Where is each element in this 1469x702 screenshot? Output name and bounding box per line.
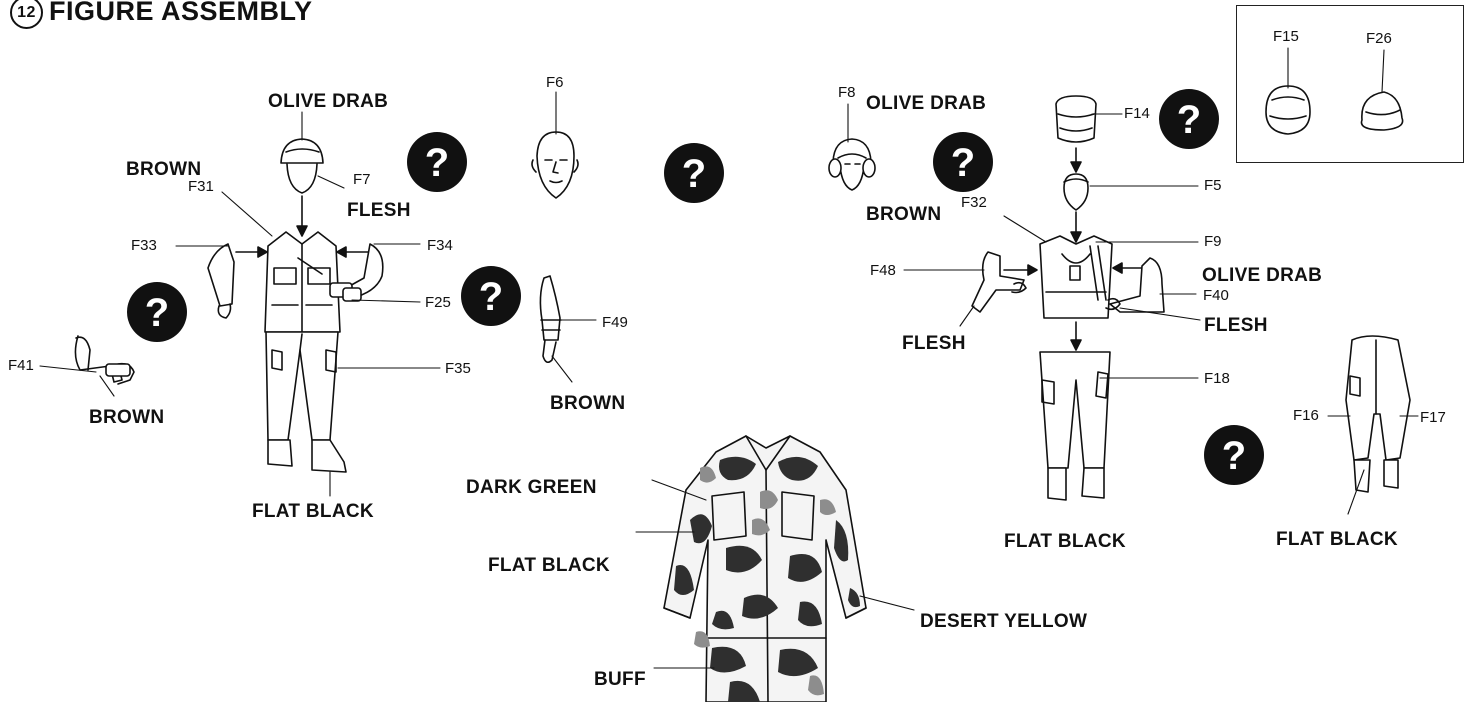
- question-mark: ?: [951, 141, 975, 185]
- part-label-f14: F14: [1124, 106, 1150, 121]
- part-label-f9: F9: [1204, 234, 1222, 249]
- part-label-f35: F35: [445, 361, 471, 376]
- camo-jacket: [664, 436, 866, 702]
- paint-label-flesh: FLESH: [347, 201, 411, 220]
- figure-right-standing: [972, 96, 1164, 500]
- part-label-f33: F33: [131, 238, 157, 253]
- paint-label-flesh: FLESH: [902, 334, 966, 353]
- question-mark: ?: [145, 291, 169, 335]
- head-f8: [829, 139, 875, 190]
- part-label-f41: F41: [8, 358, 34, 373]
- paint-label-flat-black: FLAT BLACK: [488, 556, 610, 575]
- paint-label-flat-black: FLAT BLACK: [252, 502, 374, 521]
- question-icon: ?: [1159, 89, 1219, 149]
- question-icon: ?: [127, 282, 187, 342]
- question-icon: ?: [461, 266, 521, 326]
- part-label-f34: F34: [427, 238, 453, 253]
- part-label-f6: F6: [546, 75, 564, 90]
- arm-f41: [75, 336, 134, 384]
- question-icon: ?: [933, 132, 993, 192]
- part-label-f48: F48: [870, 263, 896, 278]
- paint-label-olive-drab: OLIVE DRAB: [866, 94, 986, 113]
- question-mark: ?: [1177, 98, 1201, 142]
- part-label-f18: F18: [1204, 371, 1230, 386]
- part-label-f49: F49: [602, 315, 628, 330]
- part-label-f40: F40: [1203, 288, 1229, 303]
- question-icon: ?: [1204, 425, 1264, 485]
- part-label-f8: F8: [838, 85, 856, 100]
- paint-label-brown: BROWN: [89, 408, 164, 427]
- part-label-f31: F31: [188, 179, 214, 194]
- paint-label-brown: BROWN: [866, 205, 941, 224]
- head-f6: [532, 132, 578, 198]
- legs-f16-f17: [1346, 336, 1410, 492]
- paint-label-olive-drab: OLIVE DRAB: [268, 92, 388, 111]
- paint-label-buff: BUFF: [594, 670, 646, 689]
- part-label-f32: F32: [961, 195, 987, 210]
- paint-label-flat-black: FLAT BLACK: [1276, 530, 1398, 549]
- paint-label-flat-black: FLAT BLACK: [1004, 532, 1126, 551]
- question-mark: ?: [425, 141, 449, 185]
- question-icon: ?: [407, 132, 467, 192]
- paint-label-desert-yellow: DESERT YELLOW: [920, 612, 1087, 631]
- part-label-f5: F5: [1204, 178, 1222, 193]
- paint-label-olive-drab: OLIVE DRAB: [1202, 266, 1322, 285]
- paint-label-dark-green: DARK GREEN: [466, 478, 597, 497]
- question-mark: ?: [682, 152, 706, 196]
- question-mark: ?: [479, 275, 503, 319]
- alternate-parts-inset: [1236, 5, 1464, 163]
- figure-left-standing: [208, 139, 383, 472]
- part-label-f7: F7: [353, 172, 371, 187]
- part-label-f17: F17: [1420, 410, 1446, 425]
- paint-label-brown: BROWN: [550, 394, 625, 413]
- paint-label-brown: BROWN: [126, 160, 201, 179]
- part-label-f25: F25: [425, 295, 451, 310]
- part-label-f15: F15: [1273, 29, 1299, 44]
- paint-label-flesh: FLESH: [1204, 316, 1268, 335]
- question-icon: ?: [664, 143, 724, 203]
- part-label-f26: F26: [1366, 31, 1392, 46]
- question-mark: ?: [1222, 434, 1246, 478]
- arm-f49: [540, 276, 561, 362]
- part-label-f16: F16: [1293, 408, 1319, 423]
